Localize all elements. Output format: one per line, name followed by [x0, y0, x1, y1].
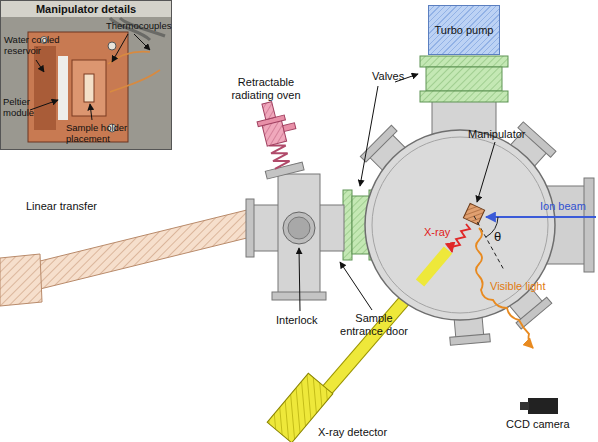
beam-label: Ion beam [540, 200, 598, 213]
valve-body [426, 67, 502, 91]
valve-flange [420, 56, 508, 67]
camera-body [528, 398, 558, 414]
ion-beam-arrow [486, 216, 596, 218]
port-flange [450, 334, 491, 345]
leader-arrow [90, 104, 92, 120]
part-label: Linear transfer [26, 200, 126, 213]
port-flange [360, 125, 397, 162]
radiating-oven [249, 98, 306, 179]
turbo-pump-box: Turbo pump [428, 5, 500, 55]
sample-holder-plate [72, 60, 106, 116]
leader-arrow [360, 86, 378, 186]
interlock-flange [272, 292, 326, 300]
part-label: X-ray detector [318, 426, 418, 439]
leader-arrow [477, 142, 495, 202]
linear-transfer-rod [36, 208, 255, 290]
part-label: Valves [372, 70, 422, 83]
x-ray-zigzag [451, 224, 470, 252]
oven-connector [283, 123, 296, 132]
manipulator-sample [463, 203, 484, 224]
sample-holder-slot [84, 74, 94, 102]
port-flange [584, 178, 594, 272]
part-label: Sample holder placement [66, 122, 140, 144]
radiation-label: X-ray [424, 226, 464, 239]
part-label: Thermocouples [106, 20, 172, 31]
part-label: CCD camera [506, 418, 586, 431]
radiation-label: Visible light [490, 280, 570, 293]
part-label: Sample entrance door [336, 312, 412, 337]
photo-heading-strip [0, 0, 172, 17]
screw [108, 42, 116, 50]
angle-symbol: θ [494, 230, 508, 245]
door-window [288, 217, 310, 239]
part-label: Manipulator [468, 128, 548, 141]
node-text: Manipulator details [36, 3, 136, 16]
interlock-flange [246, 199, 254, 257]
leader-arrow [134, 34, 150, 50]
water-cooled-reservoir [34, 46, 56, 130]
leader-arrow [30, 100, 58, 110]
linear-transfer-drive [0, 254, 42, 306]
oven-bellows [269, 142, 290, 169]
oven-knob [262, 102, 276, 120]
part-label: Retractable radiating oven [226, 76, 306, 101]
part-label: Water cooled reservoir [4, 34, 66, 56]
node-text: Turbo pump [435, 24, 494, 37]
detector-arm [420, 250, 448, 283]
part-label: Peltier module [3, 96, 43, 118]
leader-arrow [36, 60, 44, 72]
leader-arrow [340, 262, 372, 310]
photo-background [0, 0, 172, 150]
part-label: Interlock [276, 314, 336, 327]
ccd-camera [520, 398, 558, 414]
interlock-tube [252, 205, 344, 251]
sample-entrance-door [283, 212, 315, 244]
camera-lens [520, 402, 529, 410]
leader-arrow [112, 34, 128, 62]
thermocouple-wire [108, 52, 160, 92]
valve-flange [420, 91, 508, 102]
leader-arrow [299, 248, 300, 311]
peltier-module [58, 56, 68, 120]
